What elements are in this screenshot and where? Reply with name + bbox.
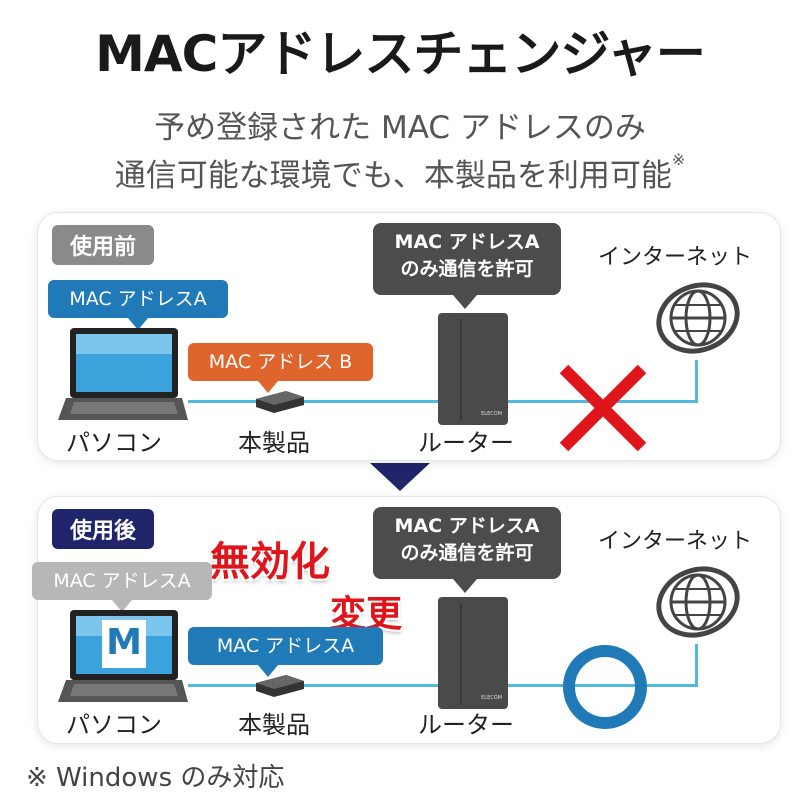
adapter-icon bbox=[256, 675, 304, 697]
network-line-vertical bbox=[695, 644, 698, 687]
pc-label: パソコン bbox=[66, 711, 162, 739]
router-label: ルーター bbox=[418, 711, 514, 739]
router-rule-line-1: MAC アドレスA bbox=[394, 515, 540, 537]
device-label: 本製品 bbox=[238, 429, 310, 457]
footnote: ※ Windows のみ対応 bbox=[26, 763, 285, 793]
device-label: 本製品 bbox=[238, 711, 310, 739]
router-rule-line-2: のみ通信を許可 bbox=[400, 542, 534, 564]
circle-ok-icon bbox=[563, 645, 647, 729]
pc-mac-bubble: MAC アドレスA bbox=[48, 280, 228, 330]
device-mac-bubble: MAC アドレスA bbox=[188, 627, 383, 677]
internet-label: インターネット bbox=[598, 529, 753, 554]
internet-label: インターネット bbox=[598, 245, 753, 270]
before-tag: 使用前 bbox=[52, 225, 155, 265]
laptop-icon bbox=[58, 328, 188, 420]
pc-mac-bubble: MAC アドレスA bbox=[32, 562, 212, 612]
page-title: MACアドレスチェンジャー bbox=[95, 25, 706, 83]
router-rule-line-2: のみ通信を許可 bbox=[400, 258, 534, 280]
router-rule-line-1: MAC アドレスA bbox=[394, 231, 540, 253]
device-mac-label: MAC アドレス B bbox=[208, 351, 353, 373]
down-arrow-icon bbox=[370, 463, 430, 491]
device-mac-bubble: MAC アドレス B bbox=[188, 343, 373, 393]
subtitle-line-2-text: 通信可能な環境でも、本製品を利用可能 bbox=[114, 158, 672, 194]
cross-icon bbox=[559, 364, 647, 452]
laptop-icon bbox=[58, 610, 188, 702]
router-rule-bubble: MAC アドレスA のみ通信を許可 bbox=[373, 507, 561, 593]
subtitle-note-mark: ※ bbox=[671, 150, 686, 169]
router-rule-bubble: MAC アドレスA のみ通信を許可 bbox=[373, 223, 561, 309]
disabled-stamp: 無効化 bbox=[210, 539, 330, 585]
after-panel: 使用後 無効化 MAC アドレスA M 変更 MAC アドレスA MAC アドレ… bbox=[32, 497, 780, 743]
adapter-icon bbox=[256, 391, 304, 413]
network-line-vertical bbox=[695, 360, 698, 403]
pc-label: パソコン bbox=[66, 429, 162, 457]
router-icon: ELECOM bbox=[438, 313, 508, 425]
subtitle-line-2: 通信可能な環境でも、本製品を利用可能※ bbox=[0, 150, 800, 195]
subtitle-line-1: 予め登録された MAC アドレスのみ bbox=[154, 110, 646, 146]
globe-icon bbox=[656, 282, 740, 354]
before-panel: 使用前 MAC アドレスA MAC アドレス B MAC アドレスA のみ通信を… bbox=[38, 213, 780, 460]
device-mac-label: MAC アドレスA bbox=[216, 635, 355, 657]
screen-logo: M bbox=[106, 622, 142, 663]
pc-mac-label: MAC アドレスA bbox=[69, 288, 207, 310]
globe-icon bbox=[656, 566, 740, 638]
router-icon: ELECOM bbox=[438, 597, 508, 709]
router-label: ルーター bbox=[418, 429, 514, 457]
after-tag: 使用後 bbox=[52, 509, 155, 549]
pc-mac-label: MAC アドレスA bbox=[53, 570, 191, 592]
